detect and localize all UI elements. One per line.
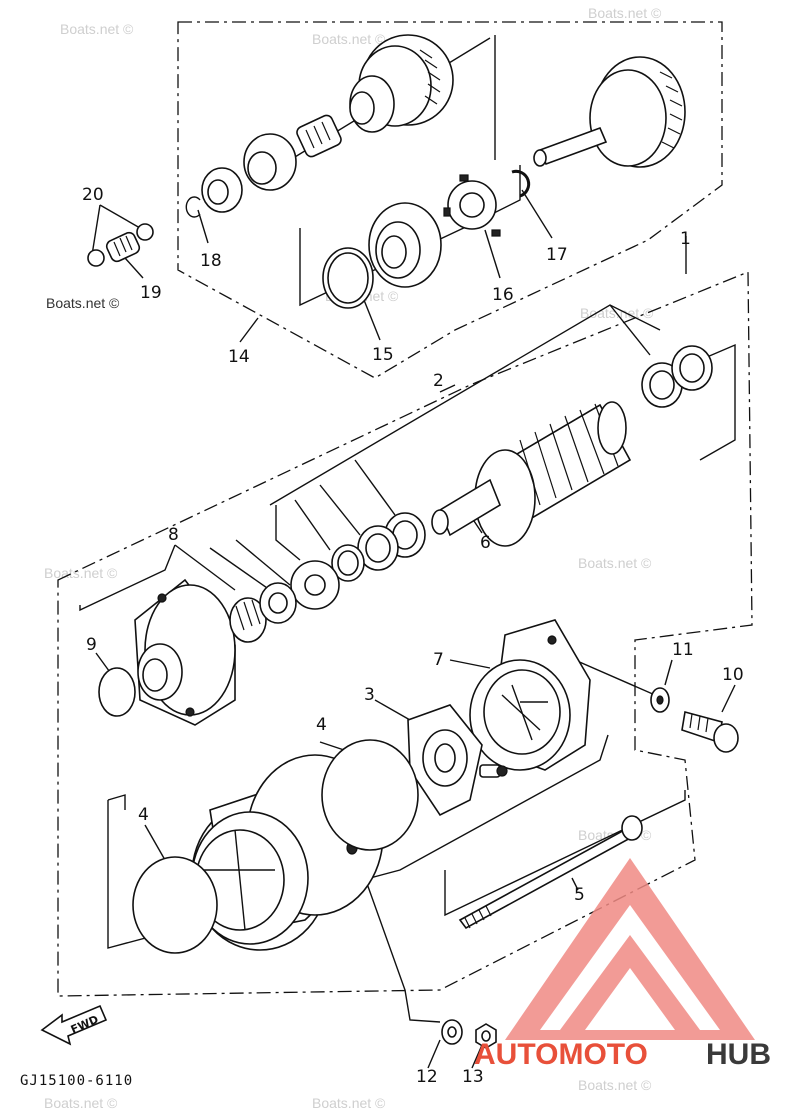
watermark: Boats.net © [44,1095,118,1111]
brush-holder [407,704,508,817]
washer-20a [87,249,105,267]
stopper-ring [201,167,243,213]
through-bolt [458,815,643,930]
callout-1: 1 [680,229,691,249]
spring [296,114,342,158]
callout-20: 20 [82,185,104,205]
retainer-16 [443,174,501,237]
shim-6b-inner [365,533,391,563]
callout-10: 10 [722,665,744,685]
watermark: Boats.net © [312,31,386,47]
callout-11: 11 [672,640,694,660]
armature [431,401,632,547]
callout-8: 8 [168,525,179,545]
callout-5: 5 [574,885,585,905]
o-ring-4-lower [132,856,218,954]
bearing-8 [229,597,267,643]
callout-4-lower: 4 [138,805,149,825]
assembly-boundaries [57,21,753,997]
pinion-clutch [349,34,454,133]
bolt-10 [681,710,739,753]
circlip-18 [185,196,201,218]
logo-text-hub: HUB [706,1038,771,1071]
yoke [191,754,387,951]
callout-14: 14 [228,347,250,367]
leader-lines [79,35,736,1069]
rear-cover [469,619,591,771]
nut-13-hole [481,1030,491,1042]
callout-15: 15 [372,345,394,365]
watermark: Boats.net © [578,555,652,571]
callout-12: 12 [416,1067,438,1087]
gear-housing-cover [368,202,442,288]
watermark: Boats.net © [44,565,118,581]
watermark: Boats.net © [588,5,662,21]
watermark: Boats.net © [578,1077,652,1093]
callout-4-upper: 4 [316,715,327,735]
plate-washer [290,560,340,610]
washer-8-inner [268,592,288,614]
callout-19: 19 [140,283,162,303]
bearing-ring-15 [322,247,374,309]
o-ring-4-upper [321,739,419,851]
washer-12-hole [447,1026,457,1038]
starter-assembly-boundary [57,271,753,997]
callout-16: 16 [492,285,514,305]
watermark: Boats.net © [46,295,120,311]
front-cover [134,578,236,726]
parts [87,34,739,1049]
callout-2: 2 [433,371,444,391]
forward-direction-arrow: FWD [40,1004,108,1046]
automotohub-logo: AUTOMOTO HUB [474,858,771,1071]
drive-assembly-boundary [177,21,723,379]
callout-9: 9 [86,635,97,655]
callouts: 1 2 3 4 4 5 6 7 8 9 10 11 12 13 14 15 16… [82,185,744,1087]
shim-ring-a-inner [649,370,675,400]
shim-6c-inner [337,550,359,576]
callout-18: 18 [200,251,222,271]
watermark: Boats.net © [312,1095,386,1111]
callout-17: 17 [546,245,568,265]
logo-text-automoto: AUTOMOTO [474,1038,648,1071]
washer-20b [136,223,154,241]
callout-3: 3 [364,685,375,705]
washer-11-hole [656,695,664,705]
circlip-17 [511,169,531,198]
callout-7: 7 [433,650,444,670]
o-ring-9 [98,667,136,717]
callout-13: 13 [462,1067,484,1087]
callout-6: 6 [480,533,491,553]
drawing-code: GJ15100-6110 [20,1073,133,1089]
logo-triangle [505,858,755,1040]
spring-19 [105,231,141,263]
clutch-shaft [533,56,686,168]
collar [243,133,297,191]
watermark: Boats.net © [60,21,134,37]
shim-ring-b-inner [679,353,705,383]
